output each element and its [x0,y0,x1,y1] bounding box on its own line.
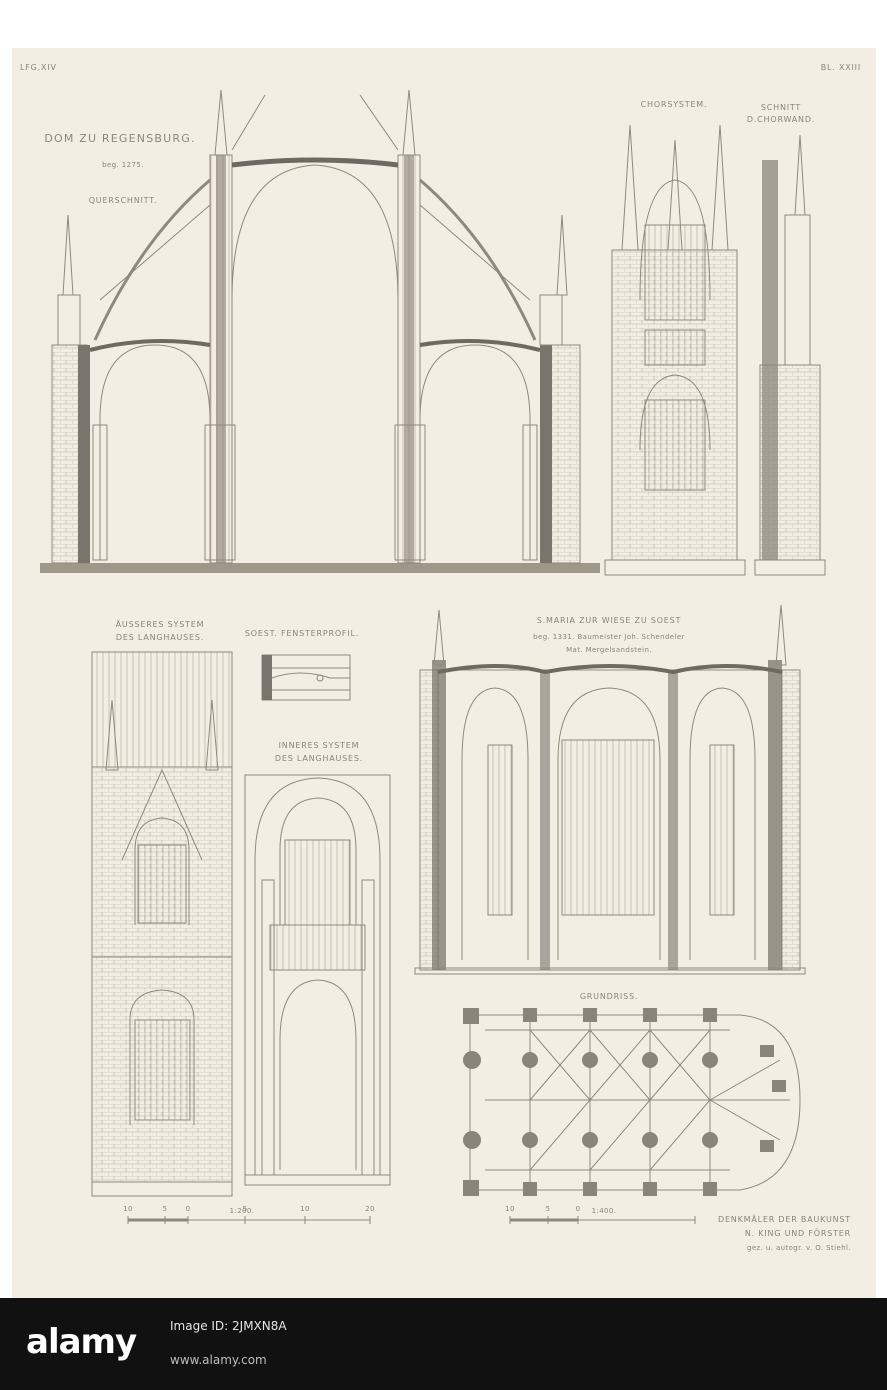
chorsystem-label: CHORSYSTEM. [640,100,708,109]
aeusseres-label-line1: ÄUSSERES SYSTEM [115,620,205,629]
watermark-url: www.alamy.com [170,1353,267,1367]
scale-right-ratio: 1:400. [591,1207,617,1215]
scale-right-tick: 0 [575,1205,581,1213]
soest-title: S.MARIA ZUR WIESE ZU SOEST [536,616,682,625]
schnitt-chorwand [754,134,826,576]
scale-left-tick: 10 [123,1205,133,1213]
scale-left-ratio: 1:200. [229,1207,255,1215]
grundriss-label: GRUNDRISS. [579,992,639,1001]
inneres-label-line1: INNERES SYSTEM [278,741,360,750]
soest-builder: beg. 1331. Baumeister Joh. Schendeler [533,633,685,641]
scale-left-tick: 20 [365,1205,375,1213]
inneres-label-line2: DES LANGHAUSES. [274,754,364,763]
scale-bar-1-400 [509,1216,696,1224]
fensterprofil-detail [261,654,351,701]
aeusseres-label-line2: DES LANGHAUSES. [115,633,205,642]
scale-left-tick: 5 [162,1205,168,1213]
credits-line3: gez. u. autogr. v. O. Stiehl. [746,1244,851,1252]
soest-material: Mat. Mergelsandstein. [566,646,652,654]
regensburg-cross-section [40,89,600,573]
credits-line2: N. KING UND FÖRSTER [744,1229,851,1238]
regensburg-title: DOM ZU REGENSBURG. [44,132,196,145]
scale-bar-1-200 [127,1216,371,1224]
inneres-system-elevation [244,774,391,1186]
aeusseres-system-elevation [91,651,233,1197]
credits-line1: DENKMÄLER DER BAUKUNST [717,1215,851,1224]
grundriss-plan [463,1008,801,1196]
scale-right-tick: 10 [505,1205,515,1213]
scale-left-tick: 10 [300,1205,310,1213]
sheet-number-left: LFG.XIV [20,63,57,72]
schnitt-label-line2: D.CHORWAND. [746,115,816,124]
watermark-bar [0,1298,887,1390]
soest-cross-section [414,604,806,975]
chorsystem-elevation [604,124,746,576]
alamy-logo: alamy [26,1322,137,1362]
scale-right-tick: 5 [545,1205,551,1213]
regensburg-date: beg. 1275. [102,161,144,169]
fensterprofil-label: SOEST. FENSTERPROFIL. [244,629,360,638]
scale-left-tick: 5 [242,1205,248,1213]
sheet-number-right: Bl. XXIII [820,63,861,72]
schnitt-label-line1: SCHNITT [760,103,802,112]
regensburg-view: QUERSCHNITT. [88,196,158,205]
image-id-text: Image ID: 2JMXN8A [170,1319,287,1333]
scale-left-tick: 0 [185,1205,191,1213]
